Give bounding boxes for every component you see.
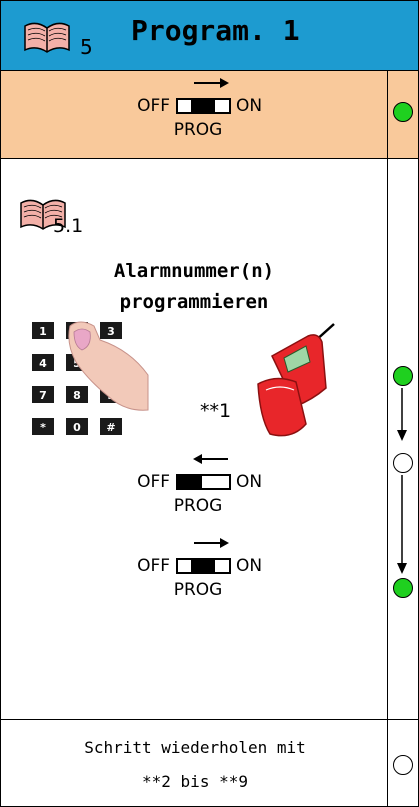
switch-prog-label: PROG — [173, 580, 223, 600]
switch-knob — [178, 476, 202, 488]
led-green — [393, 366, 413, 386]
switch-knob — [191, 560, 215, 572]
keypad-illustration: 1 2 3 4 5 6 7 8 9 * 0 # — [32, 321, 149, 435]
key-label: * — [40, 421, 46, 434]
footer-divider — [0, 719, 418, 720]
arrow-down-icon — [397, 475, 407, 574]
arrow-down-icon — [397, 388, 407, 441]
arrow-left-icon — [193, 454, 228, 464]
switch-slider — [176, 474, 231, 490]
switch-on-label: ON — [236, 556, 263, 576]
switch-off-label: OFF — [137, 472, 170, 492]
manual-book-icon — [20, 199, 66, 230]
switch-off-label: OFF — [137, 96, 170, 116]
step-note: **1 — [200, 400, 232, 422]
arrow-right-icon — [194, 538, 229, 548]
page-title: Program. 1 — [131, 14, 300, 47]
switch-prog-label: PROG — [173, 120, 223, 140]
step-heading-line2: programmieren — [119, 291, 269, 313]
arrow-right-icon — [194, 78, 229, 88]
repeat-instruction-line2: **2 bis **9 — [142, 772, 248, 791]
key-label: 0 — [73, 421, 81, 434]
key-label: 4 — [39, 357, 47, 370]
switch-on-label: ON — [236, 472, 263, 492]
switch-slider — [176, 558, 231, 574]
led-green — [393, 102, 413, 122]
step-heading-line1: Alarmnummer(n) — [113, 260, 275, 282]
key-label: 3 — [107, 325, 115, 338]
prog-switch-on: OFF ON PROG — [112, 76, 302, 166]
repeat-instruction-line1: Schritt wiederholen mit — [84, 738, 306, 757]
switch-on-label: ON — [236, 96, 263, 116]
prog-switch-band — [0, 71, 418, 159]
key-label: # — [106, 421, 115, 434]
led-green — [393, 578, 413, 598]
key-label: 1 — [39, 325, 47, 338]
section-number: 5 — [80, 35, 93, 59]
prog-switch-off: OFF ON PROG — [112, 452, 302, 542]
switch-knob — [191, 100, 215, 112]
key-label: 7 — [39, 389, 47, 402]
step-number: 5.1 — [53, 215, 84, 237]
key-label: 8 — [73, 389, 81, 402]
switch-prog-label: PROG — [173, 496, 223, 516]
led-off — [393, 755, 413, 775]
switch-off-label: OFF — [137, 556, 170, 576]
manual-book-icon — [24, 22, 70, 53]
led-column-divider — [387, 71, 388, 807]
led-off — [393, 453, 413, 473]
switch-slider — [176, 98, 231, 114]
prog-switch-on: OFF ON PROG — [112, 536, 302, 626]
mobile-phone-icon — [257, 323, 335, 437]
